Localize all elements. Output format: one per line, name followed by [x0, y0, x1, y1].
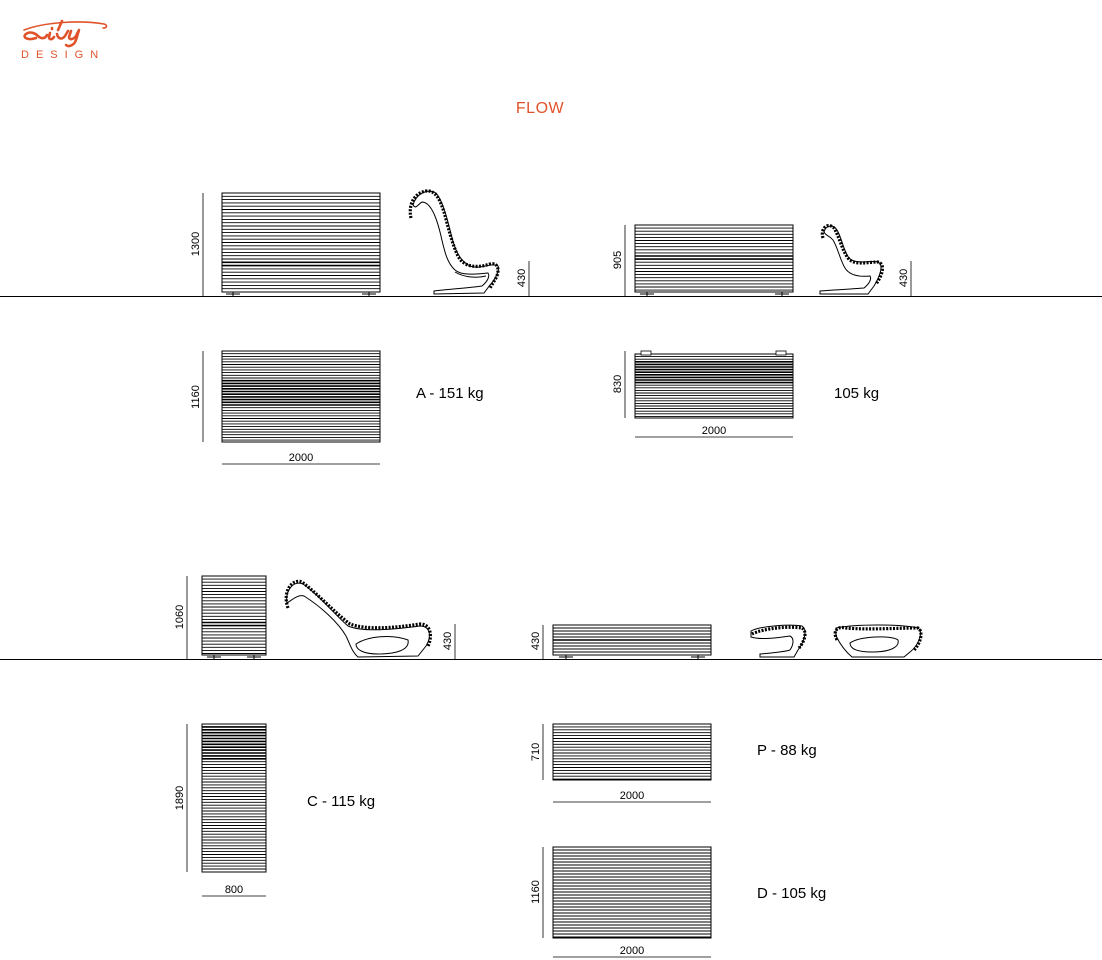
model-c-weight: C - 115 kg	[307, 793, 375, 810]
model-a-front-view	[221, 192, 381, 293]
model-b-plan: 830 2000 105 kg	[612, 350, 879, 438]
page-title: FLOW	[516, 100, 565, 117]
model-a-seat-height-label: 430	[516, 269, 528, 287]
model-p-width-label: 2000	[620, 790, 644, 802]
model-b-side-profile	[819, 224, 885, 295]
model-p-plan-view	[552, 723, 712, 781]
model-d-side-profile	[833, 624, 923, 658]
model-p-feet	[559, 655, 705, 659]
model-d-plan: 1160 2000 D - 105 kg	[530, 846, 826, 958]
model-b-height-label: 905	[612, 251, 624, 269]
model-b-width-label: 2000	[702, 425, 726, 437]
model-b-feet	[640, 292, 789, 296]
model-a-backrest-profile	[412, 190, 499, 295]
model-c-front-view	[201, 575, 267, 656]
model-b-weight: 105 kg	[834, 385, 879, 402]
model-a-weight: A - 151 kg	[416, 385, 484, 402]
logo-mark	[23, 19, 108, 48]
model-p-weight: P - 88 kg	[757, 742, 817, 759]
model-a-elevation: 1300 430	[190, 189, 530, 296]
model-p-side-profile	[750, 624, 807, 658]
model-a-feet	[226, 292, 376, 296]
model-c-seat-height-label: 430	[442, 632, 454, 650]
model-p-front-view	[552, 624, 712, 656]
model-c-height-label: 1060	[174, 605, 186, 629]
logo-subtext: DESIGN	[21, 49, 105, 61]
model-p-plan: 710 2000 P - 88 kg	[530, 723, 817, 803]
model-c-side-profile	[284, 579, 432, 658]
model-c-plan: 1890 800 C - 115 kg	[174, 723, 375, 897]
model-c-plan-view	[201, 723, 267, 873]
model-p-height-label: 430	[530, 632, 542, 650]
model-b-front-view	[634, 224, 794, 293]
model-a-plan-view	[221, 350, 381, 443]
model-b-seat-height-label: 430	[898, 269, 910, 287]
model-c-feet	[207, 655, 261, 659]
model-b-elevation: 905 430	[612, 224, 912, 296]
model-c-width-label: 800	[225, 884, 243, 896]
model-a-side-profile	[408, 189, 500, 295]
model-c-depth-label: 1890	[174, 786, 186, 810]
model-d-depth-label: 1160	[530, 880, 542, 904]
model-d-width-label: 2000	[620, 945, 644, 957]
model-a-rope-trim	[408, 189, 500, 289]
model-a-depth-label: 1160	[190, 385, 202, 409]
model-a-height-label: 1300	[190, 232, 202, 256]
model-p-depth-label: 710	[530, 743, 542, 761]
model-d-weight: D - 105 kg	[757, 885, 826, 902]
model-d-plan-view	[552, 846, 712, 939]
city-design-logo: DESIGN	[21, 19, 108, 61]
model-a-width-label: 2000	[289, 452, 313, 464]
model-b-depth-label: 830	[612, 375, 624, 393]
model-a-plan: 1160 2000 A - 151 kg	[190, 350, 484, 465]
model-c-elevation: 1060 430	[174, 575, 456, 659]
model-b-plan-view	[634, 353, 794, 419]
model-p-elevation: 430	[530, 624, 923, 659]
model-b-plan-brackets	[640, 350, 787, 356]
